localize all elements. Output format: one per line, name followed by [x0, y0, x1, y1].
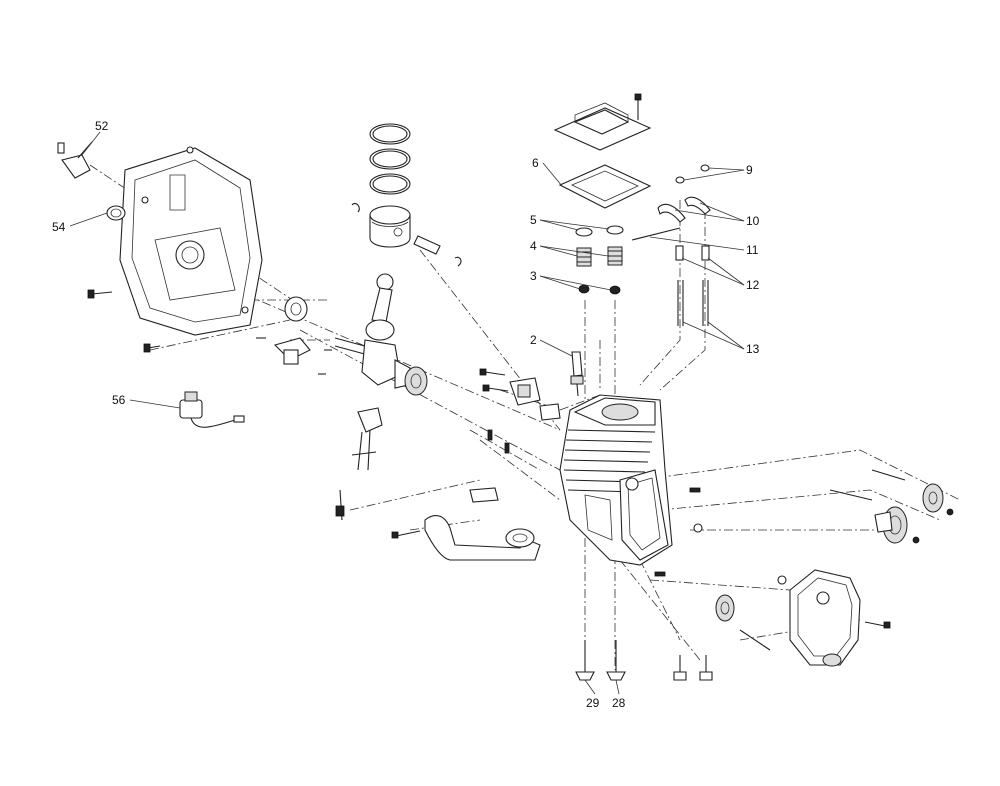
callout-12: 12: [746, 278, 760, 292]
callout-52: 52: [95, 119, 109, 133]
rocker-parts: [631, 164, 711, 326]
connecting-rod: [351, 273, 395, 471]
callout-54: 54: [52, 220, 66, 234]
piston-rings: [369, 123, 411, 195]
callout-28: 28: [612, 696, 626, 710]
pins-block: [487, 429, 703, 577]
leader-lines: [69, 131, 745, 695]
rocker-cover: [553, 93, 652, 151]
part-54-bushing: [106, 205, 126, 221]
governor-parts: [256, 337, 332, 375]
callout-11: 11: [746, 243, 759, 257]
crankcase-cover: [777, 569, 891, 667]
part-2-spark-plug: [570, 351, 584, 397]
callout-6: 6: [532, 156, 539, 170]
crank-bearing: [284, 296, 308, 322]
callout-labels: 52 54 56 6 5 4 3 2 9 10 11 12 13 29 28: [52, 119, 760, 710]
intake-parts: [479, 368, 561, 421]
valve-components: [575, 225, 624, 295]
callout-10: 10: [746, 214, 760, 228]
crankshaft: [334, 337, 428, 521]
part-52-bracket: [57, 141, 93, 179]
bolts-left: [87, 289, 161, 353]
callout-3: 3: [530, 269, 537, 283]
part-56-sensor: [179, 391, 245, 428]
callout-2: 2: [530, 333, 537, 347]
piston-pin: [413, 235, 462, 267]
callout-4: 4: [530, 239, 537, 253]
engine-block: [559, 394, 673, 566]
side-cover: [119, 146, 263, 336]
callout-56: 56: [112, 393, 126, 407]
part-6-gasket: [558, 164, 652, 209]
camshaft-gears: [829, 469, 954, 544]
callout-13: 13: [746, 342, 760, 356]
callout-5: 5: [530, 213, 537, 227]
callout-9: 9: [746, 163, 753, 177]
valves-bottom: [575, 640, 713, 681]
callout-29: 29: [586, 696, 600, 710]
piston: [351, 202, 411, 248]
governor-gear: [715, 594, 771, 651]
exhaust-pipe: [391, 487, 541, 561]
